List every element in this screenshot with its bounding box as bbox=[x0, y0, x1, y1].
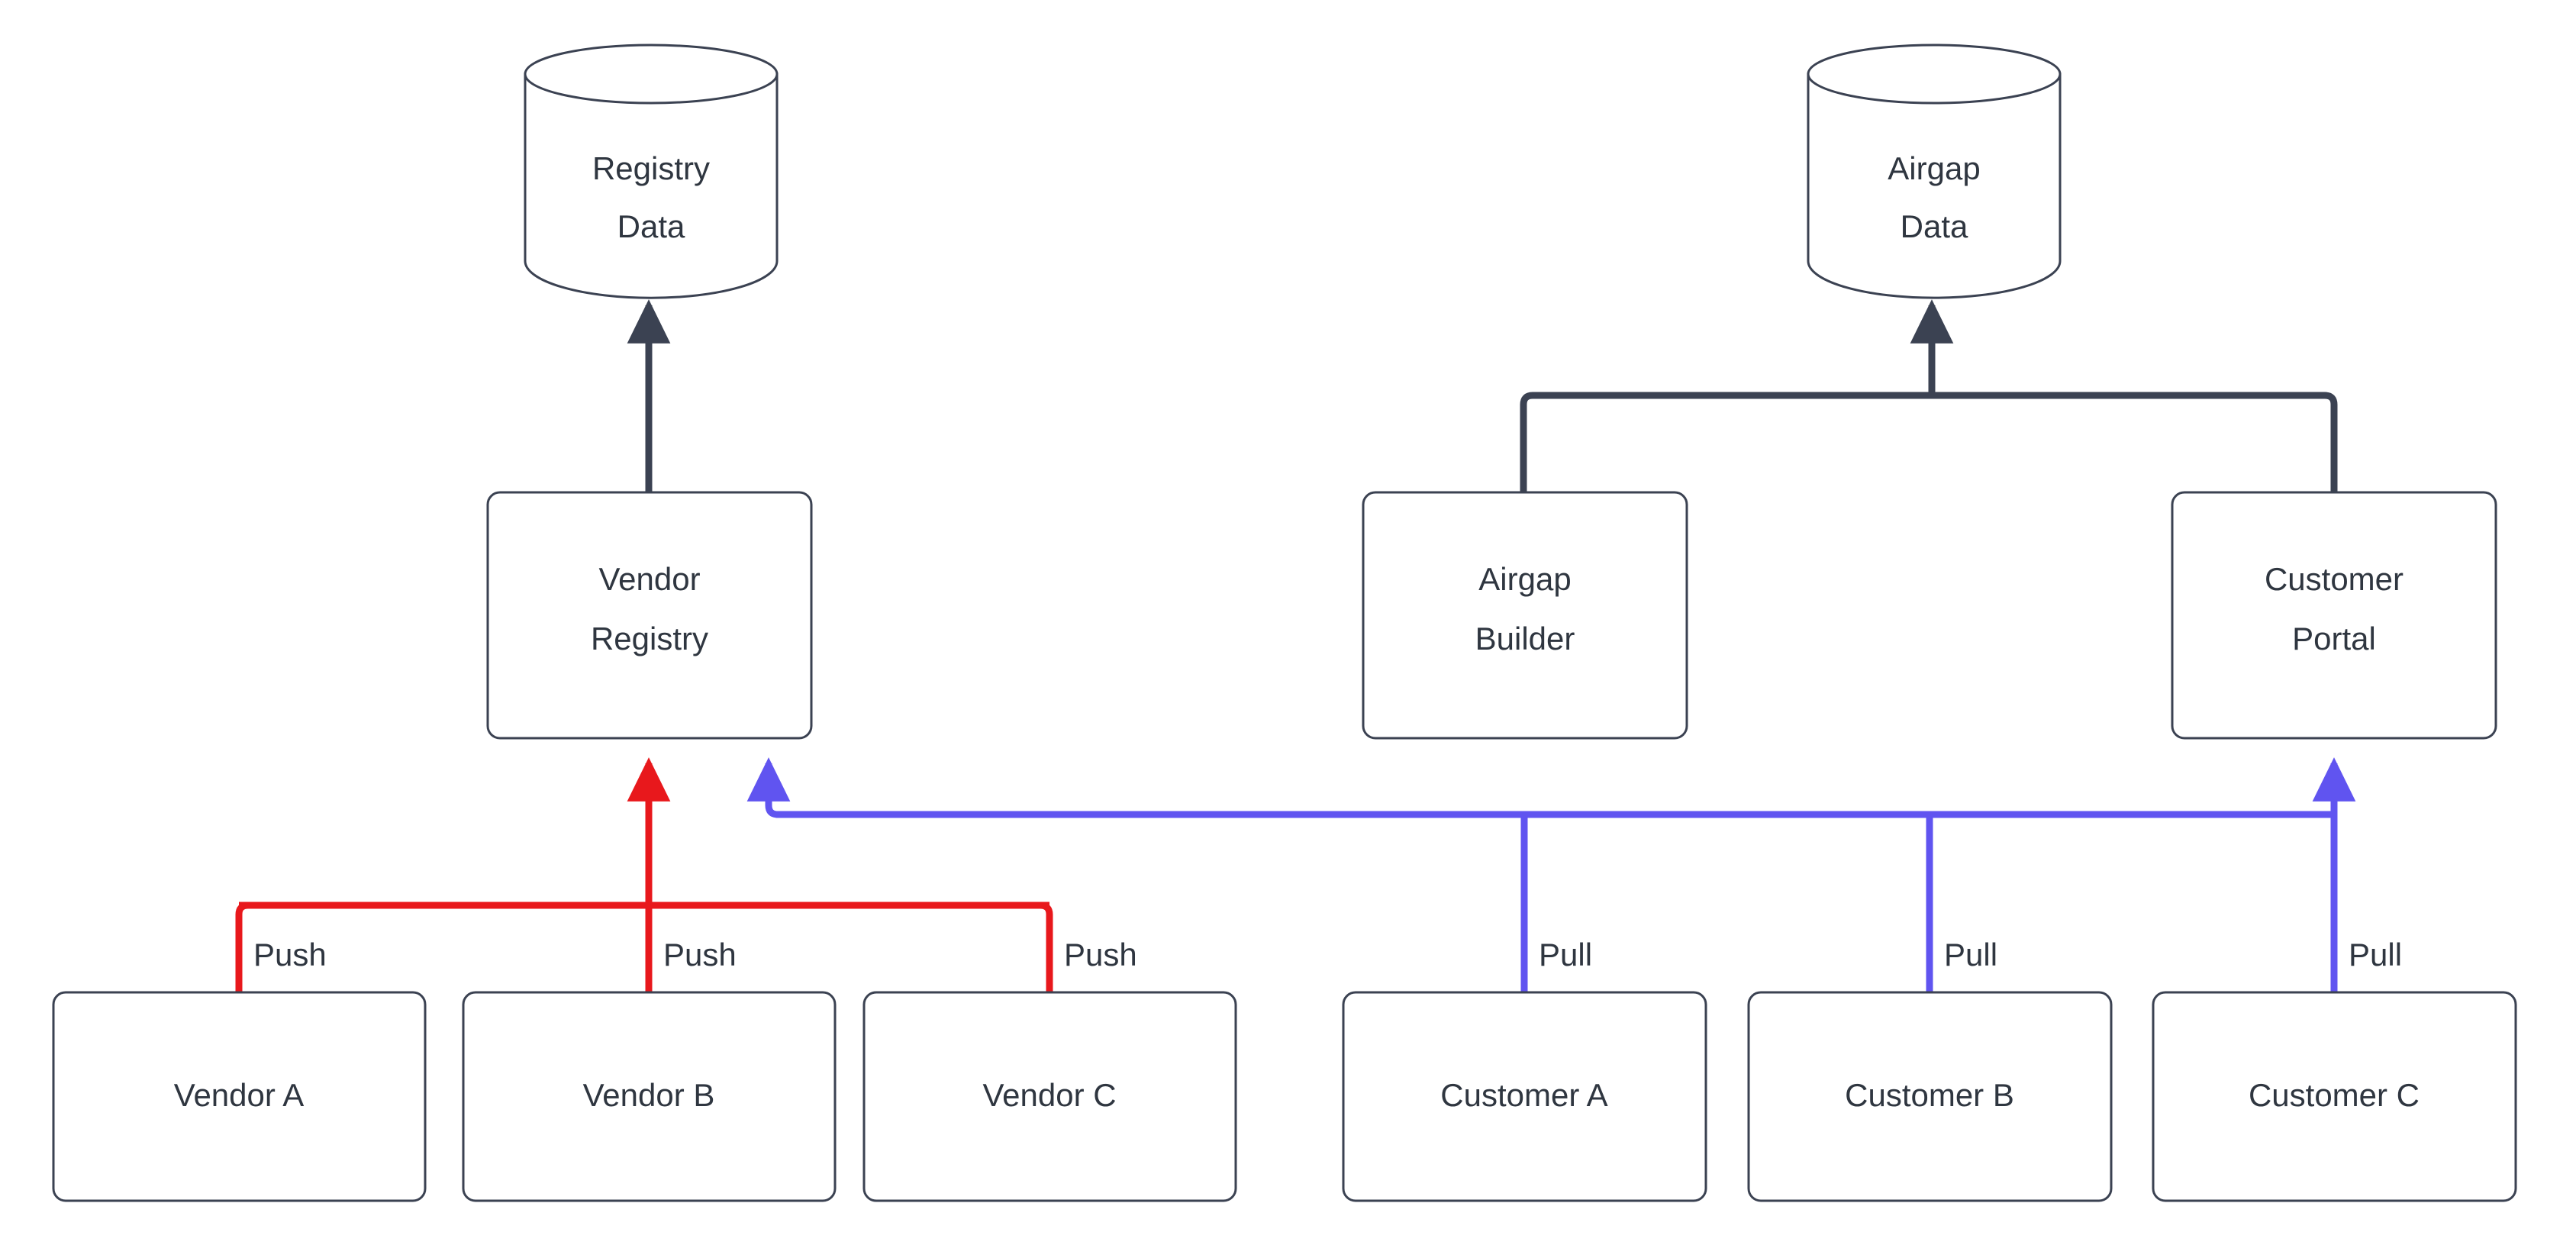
airgap-data-label-line1: Airgap bbox=[1888, 150, 1980, 186]
customer-portal-box bbox=[2171, 491, 2497, 740]
customer-portal-label-line1: Customer bbox=[2265, 561, 2404, 597]
customer-a-box bbox=[1342, 991, 1707, 1202]
edge-label-push-vendor-b: Push bbox=[663, 937, 737, 973]
vendor-a-label: Vendor A bbox=[174, 1077, 304, 1113]
node-customer-c[interactable]: Customer C bbox=[2152, 991, 2517, 1202]
edge-pull-bus-left-corner bbox=[765, 805, 779, 818]
registry-data-cylinder-body bbox=[524, 73, 779, 299]
registry-data-label-line2: Data bbox=[617, 208, 685, 244]
registry-data-label-line1: Registry bbox=[592, 150, 710, 186]
edge-label-pull-customer-c: Pull bbox=[2349, 937, 2402, 973]
edge-push-vendor-c-drop bbox=[1040, 902, 1053, 992]
datastore-registry-data[interactable]: Registry Data bbox=[524, 44, 779, 299]
node-customer-portal[interactable]: Customer Portal bbox=[2171, 491, 2497, 740]
vendor-c-box bbox=[862, 991, 1237, 1202]
airgap-data-cylinder-top bbox=[1807, 44, 2062, 105]
node-vendor-registry[interactable]: Vendor Registry bbox=[486, 491, 813, 740]
datastore-airgap-data[interactable]: Airgap Data bbox=[1807, 44, 2062, 299]
edge-push-vendor-a-drop bbox=[235, 902, 249, 992]
node-vendor-c[interactable]: Vendor C bbox=[862, 991, 1237, 1202]
customer-a-label: Customer A bbox=[1440, 1077, 1607, 1113]
airgap-builder-label-line1: Airgap bbox=[1478, 561, 1571, 597]
node-vendor-b[interactable]: Vendor B bbox=[462, 991, 837, 1202]
edge-label-push-vendor-c: Push bbox=[1064, 937, 1137, 973]
customer-b-label: Customer B bbox=[1845, 1077, 2014, 1113]
airgap-builder-box bbox=[1362, 491, 1688, 740]
vendor-registry-label-line2: Registry bbox=[591, 621, 708, 656]
customer-b-box bbox=[1747, 991, 2113, 1202]
vendor-a-box bbox=[52, 991, 427, 1202]
vendor-b-box bbox=[462, 991, 837, 1202]
customer-c-box bbox=[2152, 991, 2517, 1202]
vendor-registry-label-line1: Vendor bbox=[598, 561, 700, 597]
registry-data-cylinder-top bbox=[524, 44, 779, 105]
edge-airgap-bus-right bbox=[1932, 392, 2338, 492]
airgap-data-label-line2: Data bbox=[1901, 208, 1968, 244]
vendor-registry-box bbox=[486, 491, 813, 740]
airgap-builder-label-line2: Builder bbox=[1475, 621, 1575, 656]
customer-c-label: Customer C bbox=[2249, 1077, 2420, 1113]
edge-label-push-vendor-a: Push bbox=[253, 937, 327, 973]
customer-portal-label-line2: Portal bbox=[2292, 621, 2376, 656]
node-airgap-builder[interactable]: Airgap Builder bbox=[1362, 491, 1688, 740]
node-customer-b[interactable]: Customer B bbox=[1747, 991, 2113, 1202]
edge-airgap-bus-left bbox=[1520, 392, 1932, 492]
node-vendor-a[interactable]: Vendor A bbox=[52, 991, 427, 1202]
vendor-b-label: Vendor B bbox=[583, 1077, 715, 1113]
airgap-data-cylinder-body bbox=[1807, 73, 2062, 299]
edge-label-pull-customer-b: Pull bbox=[1944, 937, 1997, 973]
edge-label-pull-customer-a: Pull bbox=[1539, 937, 1592, 973]
vendor-c-label: Vendor C bbox=[982, 1077, 1116, 1113]
node-customer-a[interactable]: Customer A bbox=[1342, 991, 1707, 1202]
